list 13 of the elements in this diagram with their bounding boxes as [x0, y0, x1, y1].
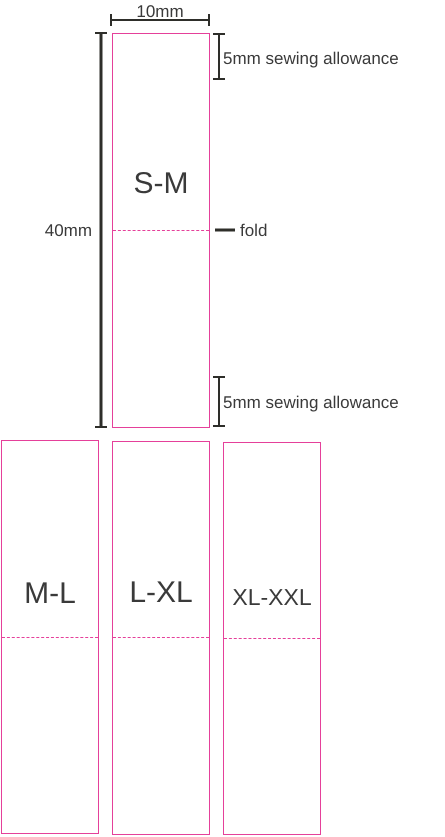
size-text: L-XL: [129, 578, 193, 608]
dimension-label: 40mm: [44, 222, 92, 239]
size-text: XL-XXL: [232, 586, 312, 609]
size-label-strip: [112, 441, 210, 835]
dimension-label: 10mm: [136, 3, 184, 20]
size-label-strip: [223, 442, 321, 835]
annotation-label: 5mm sewing allowance: [223, 394, 399, 411]
annotation-label: 5mm sewing allowance: [223, 50, 399, 67]
annotation-label: fold: [240, 222, 268, 239]
size-text: M-L: [24, 579, 76, 609]
size-label-strip: [112, 33, 210, 428]
size-label-strip: [1, 440, 99, 834]
size-text: S-M: [134, 169, 188, 199]
